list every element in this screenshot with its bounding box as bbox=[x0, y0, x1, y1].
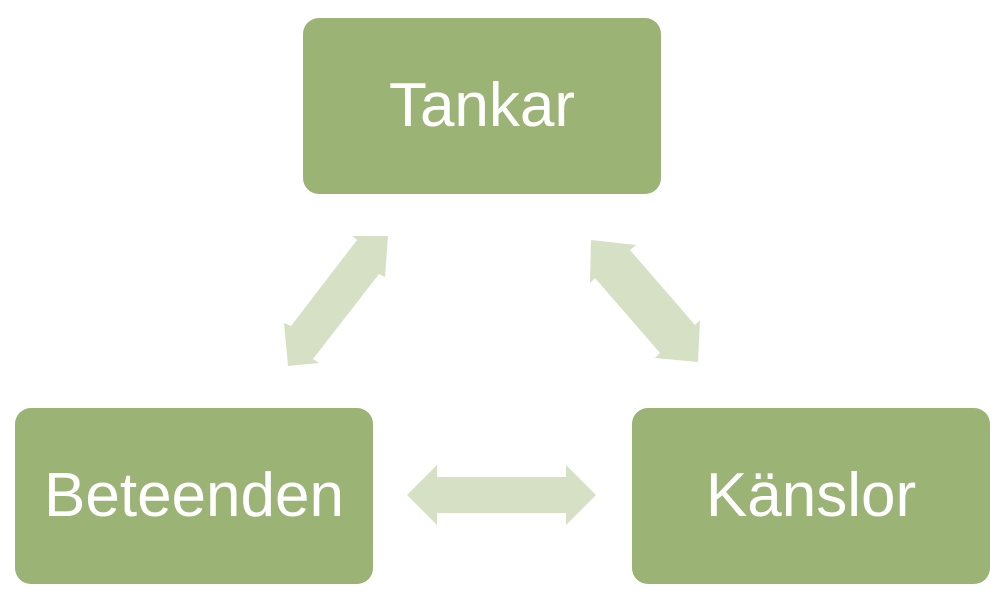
arrow-tankar-kanslor bbox=[590, 240, 700, 362]
node-kanslor: Känslor bbox=[632, 408, 990, 584]
node-kanslor-label: Känslor bbox=[705, 461, 917, 530]
node-tankar-label: Tankar bbox=[388, 71, 576, 140]
arrow-tankar-beteenden bbox=[284, 236, 388, 366]
node-tankar: Tankar bbox=[303, 18, 661, 194]
arrow-beteenden-kanslor bbox=[407, 465, 596, 525]
node-beteenden: Beteenden bbox=[15, 408, 373, 584]
node-beteenden-label: Beteenden bbox=[44, 461, 344, 530]
